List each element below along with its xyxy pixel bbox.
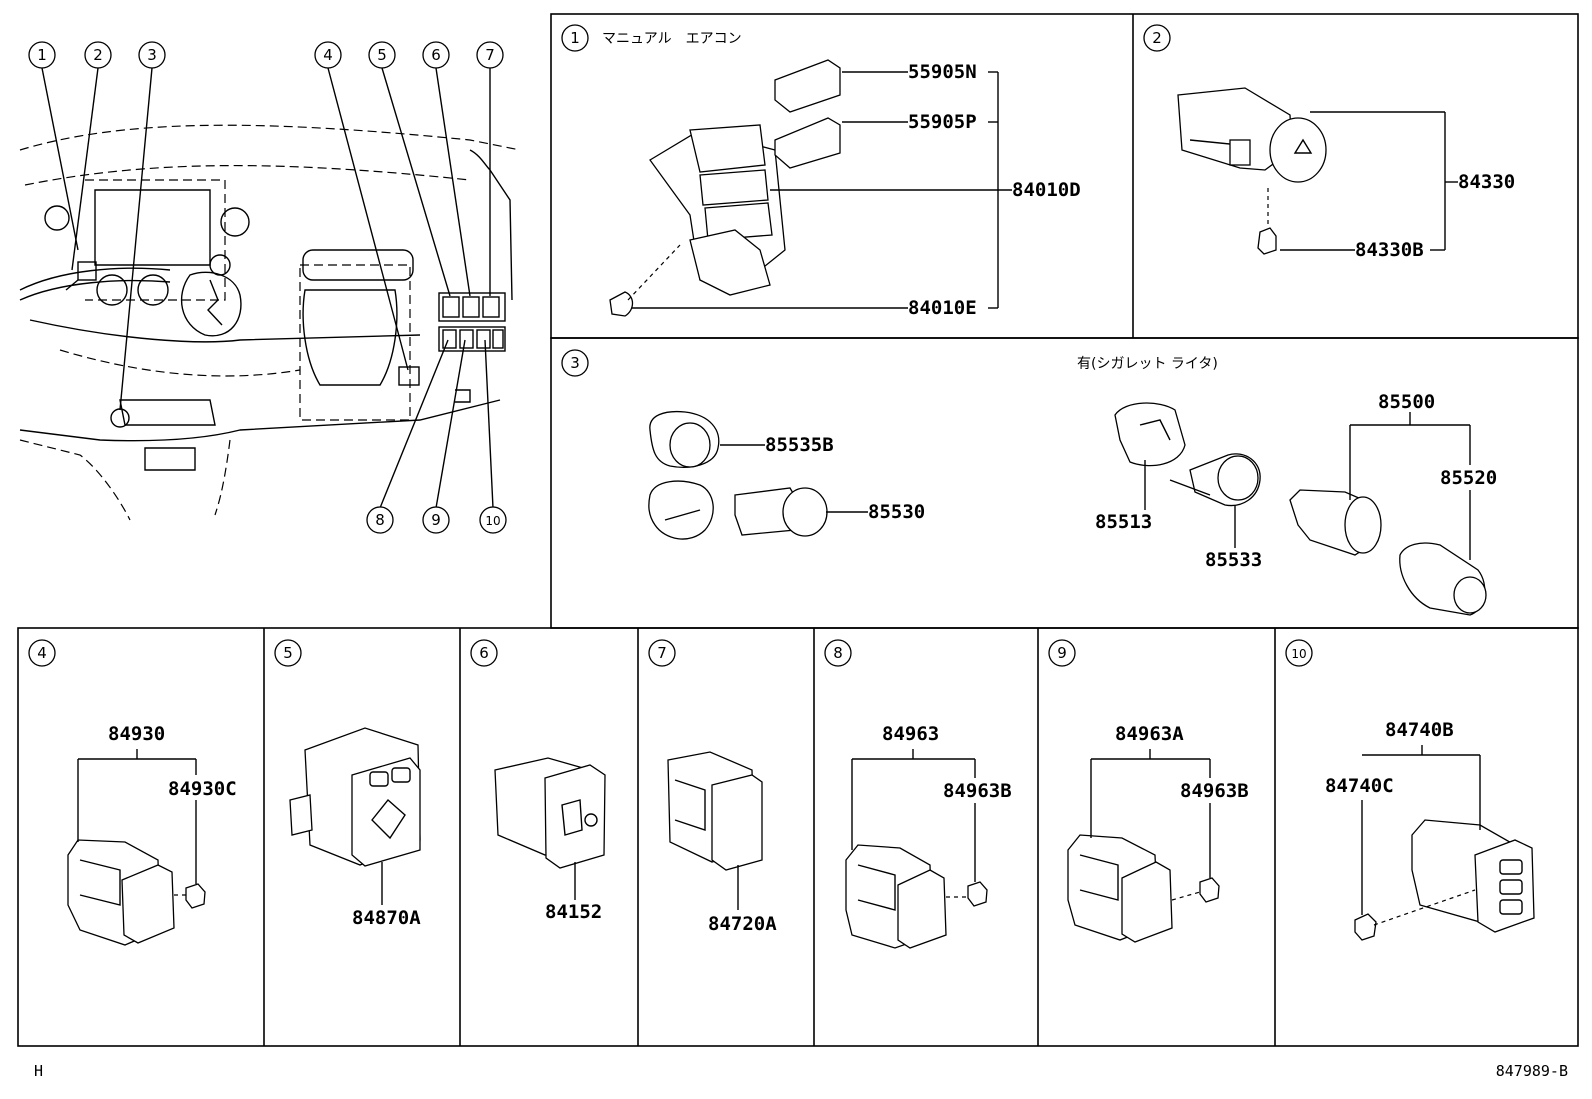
svg-text:5: 5 <box>377 46 387 64</box>
panel-borders <box>17 13 1579 1047</box>
part-85513: 85513 <box>1095 511 1152 533</box>
part-84963A: 84963A <box>1115 723 1184 745</box>
svg-text:6: 6 <box>431 46 441 64</box>
svg-text:9: 9 <box>1057 644 1067 662</box>
part-84963B: 84963B <box>943 780 1012 802</box>
panel-7-number: 7 <box>648 639 676 667</box>
svg-text:2: 2 <box>1152 29 1162 47</box>
panel-3-number: 3 <box>561 349 589 377</box>
panel-9-leaders <box>1090 749 1211 878</box>
part-84963: 84963 <box>882 723 939 745</box>
panel-6-drawing <box>494 757 606 869</box>
panel-5-number: 5 <box>274 639 302 667</box>
overview-callouts: 1 2 3 4 5 6 7 8 9 10 <box>28 41 507 534</box>
svg-text:4: 4 <box>37 644 47 662</box>
svg-text:8: 8 <box>833 644 843 662</box>
callout-7: 7 <box>476 41 504 69</box>
panel-10-number: 10 <box>1285 639 1313 667</box>
svg-text:7: 7 <box>657 644 667 662</box>
panel-7-drawing <box>667 751 763 871</box>
panel-8-drawing <box>845 844 988 949</box>
callout-6: 6 <box>422 41 450 69</box>
part-85533: 85533 <box>1205 549 1262 571</box>
panel-10-leaders <box>1361 745 1481 915</box>
panel-1-title: マニュアル エアコン <box>602 31 742 47</box>
svg-text:8: 8 <box>375 511 385 529</box>
svg-text:5: 5 <box>283 644 293 662</box>
part-84930: 84930 <box>108 723 165 745</box>
callout-leaders <box>41 67 494 509</box>
panel-3-note: 有(シガレット ライタ) <box>1077 356 1218 372</box>
callout-5: 5 <box>368 41 396 69</box>
panel-8-number: 8 <box>824 639 852 667</box>
callout-4: 4 <box>314 41 342 69</box>
callout-1: 1 <box>28 41 56 69</box>
part-55905N: 55905N <box>908 61 977 83</box>
panel-1-number: 1 <box>561 24 589 52</box>
svg-text:3: 3 <box>147 46 157 64</box>
footer-left: H <box>34 1062 43 1080</box>
part-84330B: 84330B <box>1355 239 1424 261</box>
panel-5-drawing <box>289 727 421 867</box>
panel-4-number: 4 <box>28 639 56 667</box>
svg-text:10: 10 <box>485 514 500 528</box>
svg-text:7: 7 <box>485 46 495 64</box>
part-55905P: 55905P <box>908 111 977 133</box>
part-85535B: 85535B <box>765 434 834 456</box>
panel-1-drawing <box>609 59 841 317</box>
svg-text:1: 1 <box>37 46 47 64</box>
part-84870A: 84870A <box>352 907 421 929</box>
footer-right: 847989-B <box>1496 1062 1568 1080</box>
svg-text:10: 10 <box>1291 647 1306 661</box>
panel-1-leaders <box>632 71 1012 309</box>
part-84930C: 84930C <box>168 778 237 800</box>
callout-10: 10 <box>479 506 507 534</box>
svg-text:9: 9 <box>431 511 441 529</box>
part-85500: 85500 <box>1378 391 1435 413</box>
panel-3-leaders <box>720 412 1471 560</box>
panel-numbers: 1 2 3 4 5 6 7 8 9 10 <box>28 24 1313 667</box>
svg-text:4: 4 <box>323 46 333 64</box>
part-84010D: 84010D <box>1012 179 1081 201</box>
part-84740B: 84740B <box>1385 719 1454 741</box>
part-84152: 84152 <box>545 901 602 923</box>
panel-2-leaders <box>1280 111 1458 251</box>
panel-4-drawing <box>67 839 206 946</box>
part-84010E: 84010E <box>908 297 977 319</box>
svg-text:3: 3 <box>570 354 580 372</box>
dashboard-overview <box>19 124 521 521</box>
panel-10-drawing <box>1354 819 1535 941</box>
panel-6-number: 6 <box>470 639 498 667</box>
callout-2: 2 <box>84 41 112 69</box>
part-84330: 84330 <box>1458 171 1515 193</box>
part-84963B-2: 84963B <box>1180 780 1249 802</box>
part-85520: 85520 <box>1440 467 1497 489</box>
panel-9-number: 9 <box>1048 639 1076 667</box>
callout-8: 8 <box>366 506 394 534</box>
panel-2-number: 2 <box>1143 24 1171 52</box>
panel-3-drawing <box>648 402 1487 616</box>
panel-2-drawing <box>1177 87 1327 255</box>
part-84720A: 84720A <box>708 913 777 935</box>
part-84740C: 84740C <box>1325 775 1394 797</box>
svg-text:1: 1 <box>570 29 580 47</box>
callout-9: 9 <box>422 506 450 534</box>
svg-text:6: 6 <box>479 644 489 662</box>
panel-9-drawing <box>1067 834 1220 943</box>
panel-4-leaders <box>77 749 197 884</box>
panel-8-leaders <box>851 749 976 882</box>
callout-3: 3 <box>138 41 166 69</box>
part-85530: 85530 <box>868 501 925 523</box>
svg-text:2: 2 <box>93 46 103 64</box>
